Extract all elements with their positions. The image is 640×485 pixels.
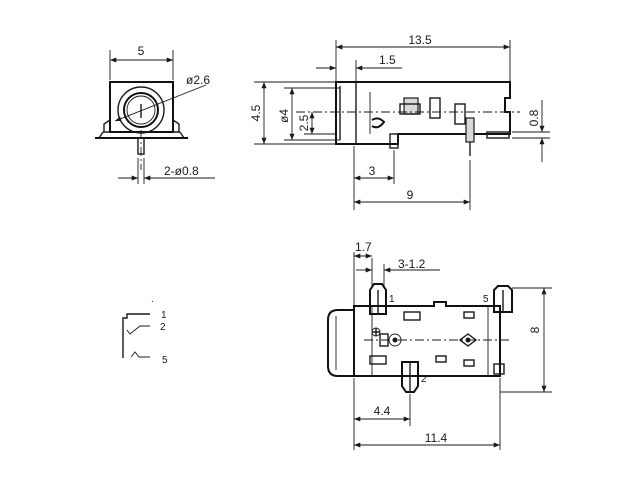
bottom-pin2-label: 2 (421, 374, 427, 385)
side-view: 13.5 1.5 4.5 ø4 (249, 33, 550, 210)
front-width-label: 5 (138, 44, 145, 58)
bottom-pin1-label: 1 (389, 294, 395, 305)
bottom-slot-bottom (369, 355, 387, 365)
bottom-hole-1-cross (372, 328, 380, 336)
bottom-pin5-label: 5 (483, 294, 489, 305)
front-hole (123, 92, 159, 128)
side-bore-label: ø4 (277, 109, 291, 123)
schematic-pin1-label: 1 (161, 310, 167, 321)
side-hook (371, 117, 386, 129)
bottom-slot-bottom-mid (435, 355, 447, 363)
schematic-pin5-line (130, 351, 150, 358)
bottom-slot-bottom-right (463, 359, 475, 367)
schematic: . 1 2 5 (122, 294, 168, 366)
front-body (109, 81, 174, 133)
bottom-nose (327, 309, 355, 377)
bottom-pin-offset-label: 4.4 (374, 404, 391, 418)
side-slot-2 (454, 103, 466, 125)
bottom-hole-label: 3-1.2 (398, 257, 426, 271)
side-body (335, 81, 511, 145)
bottom-length-label: 11.4 (425, 431, 448, 445)
side-height-label: 4.5 (249, 104, 263, 121)
side-pin-1 (389, 133, 399, 149)
front-hole-diameter-leader (114, 84, 207, 122)
side-pin-offset-label: 3 (369, 164, 376, 178)
side-front-label: 1.5 (379, 53, 396, 67)
bottom-hole-3 (458, 333, 478, 347)
front-hole-diameter-label: ø2.6 (186, 73, 210, 87)
schematic-dot: . (151, 294, 154, 305)
side-pin-span-label: 9 (407, 188, 414, 202)
side-pin-5 (486, 131, 510, 139)
bottom-slot-top (403, 311, 421, 321)
bottom-pin5-tab (493, 285, 513, 313)
schematic-pin5-label: 5 (162, 355, 168, 366)
front-hole-inner (126, 95, 156, 125)
front-side-tabs (103, 119, 180, 132)
front-pin-diameter-label: 2-ø0.8 (164, 164, 199, 178)
side-slot (429, 97, 441, 119)
bottom-view: 1.7 3-1.2 1 5 2 (327, 240, 552, 450)
bottom-pin1-tab (369, 283, 387, 315)
front-flange-sides (98, 131, 185, 139)
schematic-pin1-line (122, 313, 150, 358)
side-half-label: 2.5 (297, 114, 311, 131)
schematic-pin2-line (126, 325, 150, 335)
side-window-frame (399, 103, 421, 115)
bottom-corner-tab (493, 363, 505, 375)
bottom-front-label: 1.7 (355, 240, 372, 254)
schematic-pin2-label: 2 (160, 322, 166, 333)
bottom-slot-top-right (463, 311, 475, 319)
side-pin-2 (465, 117, 475, 143)
front-view: 5 ø2.6 2-ø0.8 (95, 44, 215, 184)
side-pin-thick-label: 0.8 (527, 109, 541, 126)
bottom-hole-1 (371, 327, 381, 337)
bottom-pin2-tab (401, 361, 419, 393)
bottom-height-label: 8 (528, 326, 542, 333)
side-length-label: 13.5 (408, 33, 432, 47)
